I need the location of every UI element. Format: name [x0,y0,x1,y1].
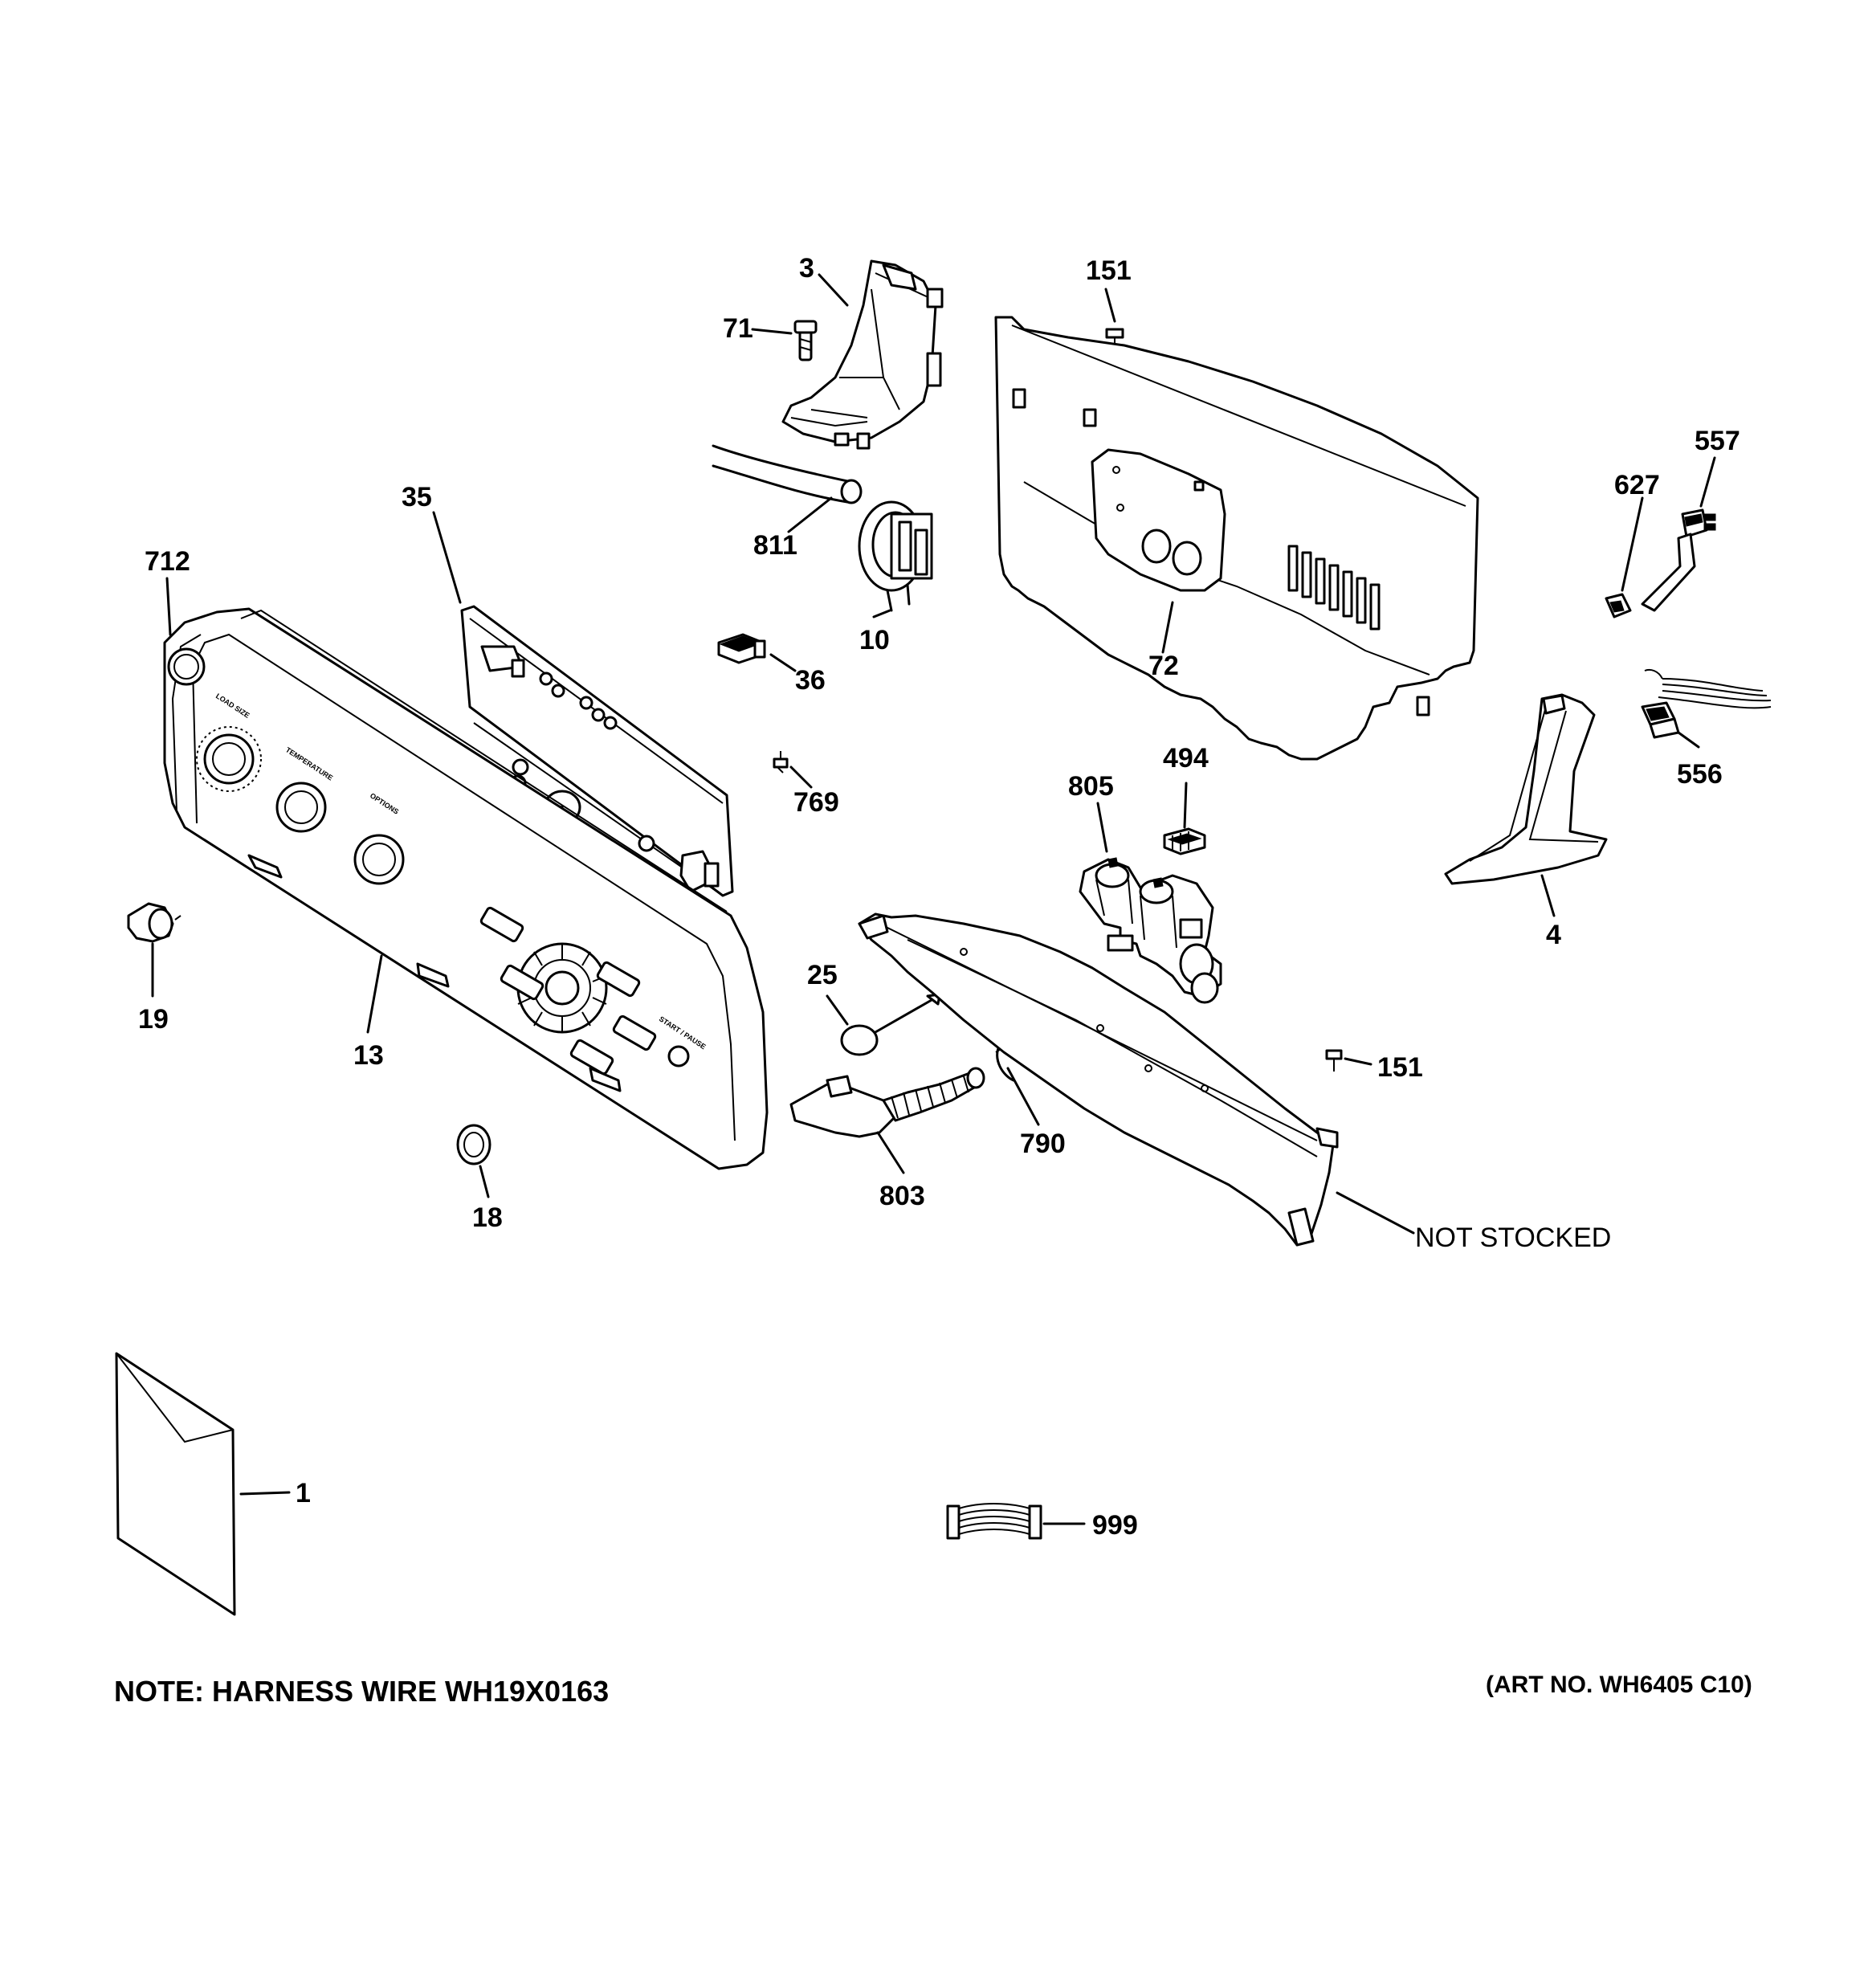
callout-13: 13 [353,1040,384,1071]
callout-712: 712 [145,546,190,577]
part-1-literature-envelope[interactable] [115,1352,236,1616]
vent-slots [1287,545,1381,631]
callout-151-top: 151 [1086,255,1132,286]
part-494-connector[interactable] [1163,827,1206,855]
cycle-button-5[interactable] [569,1039,614,1076]
part-10-pressure-switch[interactable] [858,500,933,612]
part-627-grommet[interactable] [1605,593,1632,618]
callout-999: 999 [1092,1510,1138,1541]
part-71-screw[interactable] [793,320,818,361]
lower-rail-not-stocked[interactable] [858,912,1339,1247]
part-13-control-panel[interactable]: LOAD SIZE TEMPERATURE OPTIONS START / PA… [163,607,769,1170]
callout-790: 790 [1020,1129,1066,1159]
part-18-ring[interactable] [456,1124,491,1165]
callout-3: 3 [799,253,814,284]
cycle-button-1[interactable] [479,906,524,943]
part-72-back-panel[interactable] [994,316,1479,761]
callout-811: 811 [753,530,797,561]
part-803-hose-bracket[interactable] [789,1067,985,1138]
callout-769: 769 [793,787,839,818]
callout-1: 1 [296,1478,311,1508]
callout-805: 805 [1068,771,1114,802]
part-36-connector[interactable] [717,633,766,664]
callout-556: 556 [1677,759,1723,790]
part-151-screw-bottom[interactable] [1325,1049,1343,1072]
cycle-button-3[interactable] [596,961,641,998]
part-556-wire-connector[interactable] [1641,668,1772,739]
callout-494: 494 [1163,743,1209,774]
callout-557: 557 [1695,426,1740,456]
art-number: (ART NO. WH6405 C10) [1486,1672,1752,1698]
part-557-connector-harness[interactable] [1641,508,1716,612]
callout-not-stocked: NOT STOCKED [1415,1223,1611,1253]
part-25-knob-rod[interactable] [840,993,941,1056]
callout-151-bottom: 151 [1377,1052,1423,1083]
callout-4: 4 [1546,920,1561,950]
harness-wire-note: NOTE: HARNESS WIRE WH19X0163 [114,1675,609,1708]
cycle-button-2[interactable] [500,964,544,1001]
load-size-dial[interactable] [203,733,255,785]
part-3-left-end-bracket[interactable] [781,259,944,450]
cycle-selector-dial[interactable] [516,942,608,1034]
options-dial[interactable] [353,834,405,885]
callout-71: 71 [723,313,753,344]
temperature-dial[interactable] [275,782,327,833]
callout-803: 803 [879,1181,925,1211]
part-811-hose[interactable] [712,444,863,504]
part-999-harness-wire[interactable] [946,1503,1042,1540]
part-4-right-end-bracket[interactable] [1444,693,1608,885]
part-805-water-valve[interactable] [1079,857,1222,1004]
callout-35: 35 [402,482,432,512]
callout-36: 36 [795,665,826,696]
callout-18: 18 [472,1202,503,1233]
part-769-screw[interactable] [773,751,789,774]
callout-labels: 3 71 151 557 627 35 811 712 10 36 72 556… [138,253,1740,1541]
part-19-knob[interactable] [127,902,181,943]
leader-lines [151,273,1716,1525]
callout-72: 72 [1148,651,1179,681]
callout-10: 10 [859,625,890,655]
callout-25: 25 [807,960,838,990]
cycle-button-4[interactable] [612,1014,657,1051]
callout-19: 19 [138,1004,169,1035]
callout-627: 627 [1614,470,1660,500]
start-pause-button[interactable] [667,1045,690,1067]
